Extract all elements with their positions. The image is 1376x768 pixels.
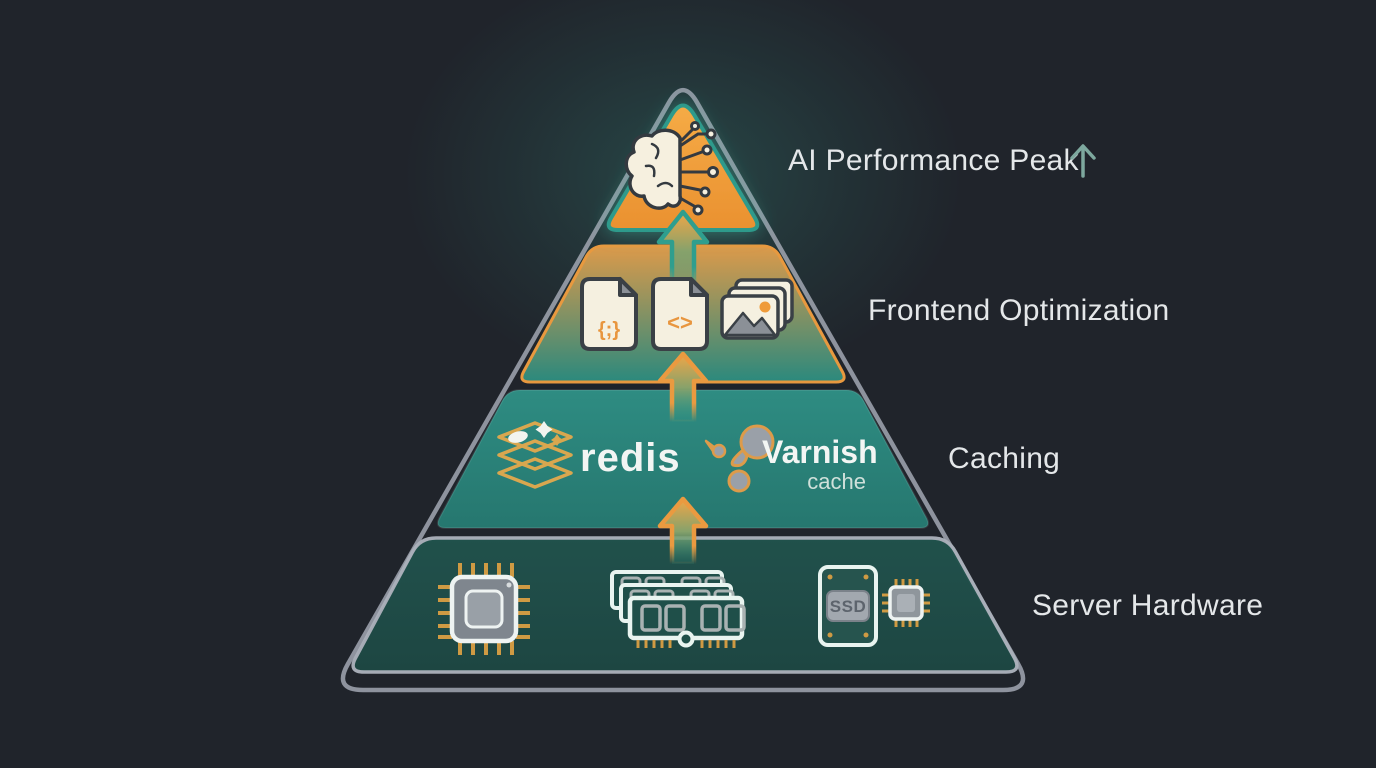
label-server-hardware: Server Hardware [1032, 589, 1263, 622]
label-caching: Caching [948, 442, 1060, 475]
images-stack-icon [720, 278, 794, 340]
layer-caching [436, 389, 930, 529]
angle-glyph: <> [667, 310, 693, 335]
ssd-label: SSD [830, 597, 866, 616]
redis-star-decoration [535, 421, 553, 438]
chip-icon [882, 579, 930, 627]
flow-arrow-middle [657, 351, 709, 425]
redis-stack-icon [497, 421, 573, 489]
pyramid-outline [340, 87, 1026, 693]
markup-file-icon: <> [651, 277, 709, 351]
code-file-icon: {;} [580, 277, 638, 351]
label-frontend-optimization: Frontend Optimization [868, 294, 1169, 327]
redis-blob-decoration [508, 431, 528, 443]
varnish-wordmark: Varnish [762, 434, 878, 470]
brain-circuit-icon [624, 121, 719, 216]
redis-wordmark: redis [580, 436, 681, 480]
redis-gold-decoration [551, 434, 563, 446]
flow-arrow-bottom [657, 496, 709, 567]
varnish-cache-logo: Varnish cache [704, 424, 878, 494]
ssd-icon: SSD [818, 565, 878, 647]
redis-logo: redis [497, 421, 681, 489]
varnish-cache-word: cache [807, 469, 866, 494]
cpu-icon [438, 563, 530, 655]
braces-glyph: {;} [598, 319, 620, 341]
arrow-up-icon [1070, 144, 1096, 178]
ram-icon [610, 570, 746, 648]
label-ai-performance-peak: AI Performance Peak [788, 144, 1080, 177]
